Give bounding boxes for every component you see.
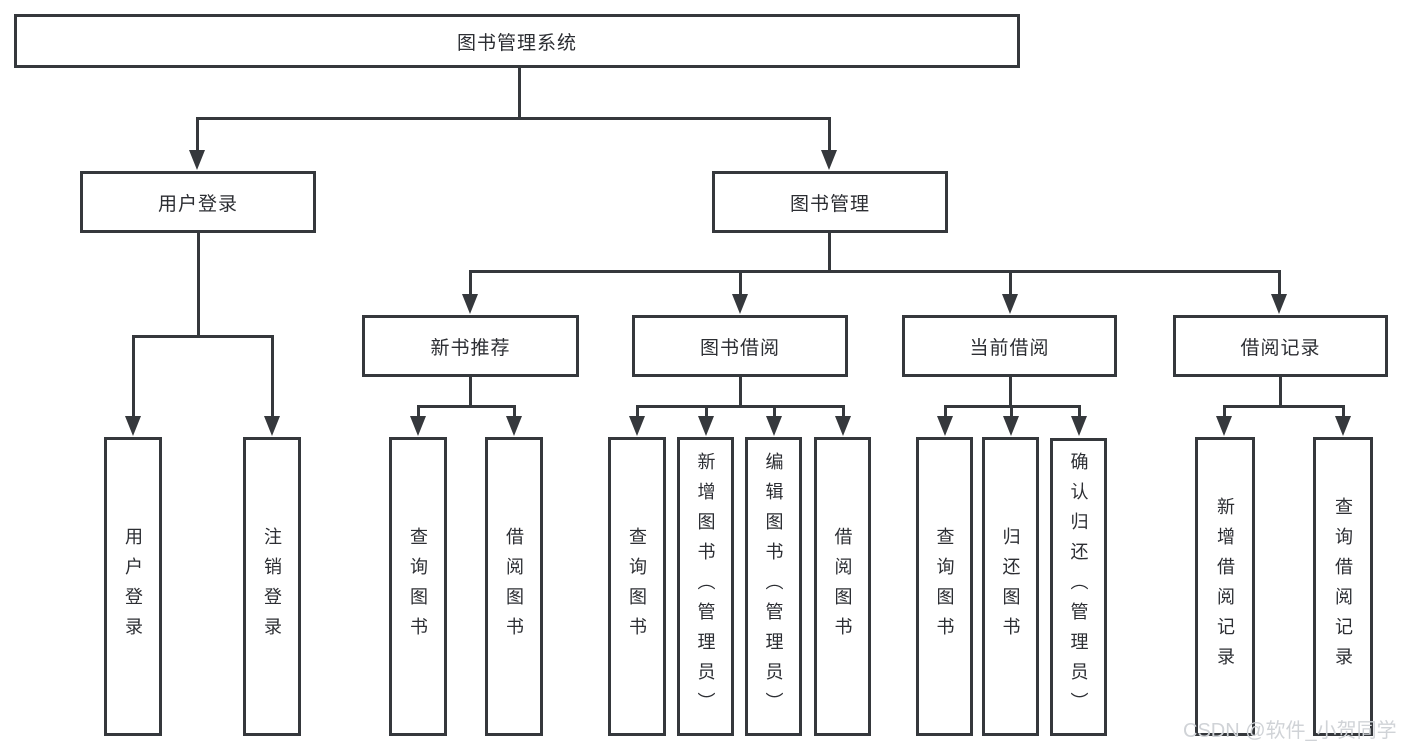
node-query-borrow-record: 查询借阅记录 — [1313, 437, 1373, 736]
connector-line — [417, 405, 420, 421]
connector-line — [132, 335, 274, 338]
connector-line — [513, 405, 516, 421]
csdn-watermark: CSDN @软件_小贺同学 — [1183, 720, 1397, 742]
arrowhead-down — [629, 416, 645, 436]
arrowhead-down — [835, 416, 851, 436]
node-label: 新增图书（管理员） — [695, 451, 716, 722]
arrowhead-down — [1216, 416, 1232, 436]
node-label: 查询图书 — [934, 526, 955, 647]
node-label: 查询图书 — [627, 526, 647, 647]
node-label: 用户登录 — [123, 526, 143, 647]
node-add-books-admin: 新增图书（管理员） — [677, 437, 734, 736]
connector-line — [197, 233, 200, 338]
node-user-login-leaf: 用户登录 — [104, 437, 162, 736]
connector-line — [636, 405, 639, 421]
node-add-borrow-record: 新增借阅记录 — [1195, 437, 1255, 736]
node-confirm-return-admin: 确认归还（管理员） — [1050, 438, 1107, 736]
node-label: 确认归还（管理员） — [1068, 452, 1089, 722]
node-label: 借阅图书 — [832, 526, 853, 647]
arrowhead-down — [189, 150, 205, 170]
connector-line — [828, 233, 831, 273]
connector-line — [1009, 377, 1012, 408]
connector-line — [842, 405, 845, 421]
arrowhead-down — [766, 416, 782, 436]
node-borrowing-records: 借阅记录 — [1173, 315, 1388, 377]
connector-line — [739, 270, 742, 298]
node-borrow-books-recommend: 借阅图书 — [485, 437, 543, 736]
connector-line — [1010, 405, 1013, 421]
node-label: 新增借阅记录 — [1215, 496, 1235, 677]
connector-line — [196, 117, 199, 153]
connector-line — [271, 335, 274, 420]
node-book-borrowing: 图书借阅 — [632, 315, 848, 377]
arrowhead-down — [698, 416, 714, 436]
node-return-books: 归还图书 — [982, 437, 1039, 736]
node-label: 用户登录 — [157, 193, 238, 215]
connector-line — [1279, 377, 1282, 408]
node-label: 借阅图书 — [504, 526, 524, 647]
connector-line — [469, 377, 472, 408]
node-root: 图书管理系统 — [14, 14, 1020, 68]
connector-line — [636, 405, 844, 408]
connector-line — [1278, 270, 1281, 298]
connector-line — [132, 335, 135, 420]
arrowhead-down — [462, 294, 478, 314]
arrowhead-down — [1071, 416, 1087, 436]
arrowhead-down — [1003, 416, 1019, 436]
arrowhead-down — [732, 294, 748, 314]
node-label: 查询借阅记录 — [1333, 496, 1353, 677]
node-label: 当前借阅 — [969, 337, 1050, 359]
node-label: 图书管理 — [789, 193, 870, 215]
connector-line — [773, 405, 776, 421]
arrowhead-down — [1335, 416, 1351, 436]
arrowhead-down — [937, 416, 953, 436]
connector-line — [1078, 405, 1081, 421]
arrowhead-down — [264, 416, 280, 436]
node-label: 编辑图书（管理员） — [763, 451, 784, 722]
node-user-login: 用户登录 — [80, 171, 316, 233]
node-book-management: 图书管理 — [712, 171, 948, 233]
node-label: 借阅记录 — [1240, 337, 1321, 359]
node-query-books-current: 查询图书 — [916, 437, 973, 736]
arrowhead-down — [125, 416, 141, 436]
node-current-borrowing: 当前借阅 — [902, 315, 1117, 377]
node-logout: 注销登录 — [243, 437, 301, 736]
connector-line — [1342, 405, 1345, 421]
node-label: 注销登录 — [262, 526, 282, 647]
connector-line — [944, 405, 947, 421]
node-label: 新书推荐 — [430, 337, 511, 359]
node-query-books-recommend: 查询图书 — [389, 437, 447, 736]
node-label: 查询图书 — [408, 526, 428, 647]
connector-line — [739, 377, 742, 408]
connector-line — [1223, 405, 1345, 408]
connector-line — [1223, 405, 1226, 421]
connector-line — [518, 68, 521, 120]
connector-line — [469, 270, 1281, 273]
connector-line — [1009, 270, 1012, 298]
arrowhead-down — [506, 416, 522, 436]
arrowhead-down — [821, 150, 837, 170]
connector-line — [469, 270, 472, 298]
node-borrow-books: 借阅图书 — [814, 437, 871, 736]
node-query-books-borrowing: 查询图书 — [608, 437, 666, 736]
connector-line — [828, 117, 831, 153]
node-new-book-recommend: 新书推荐 — [362, 315, 579, 377]
connector-line — [417, 405, 516, 408]
connector-line — [196, 117, 831, 120]
node-label: 图书借阅 — [699, 337, 780, 359]
node-edit-books-admin: 编辑图书（管理员） — [745, 437, 802, 736]
arrowhead-down — [1002, 294, 1018, 314]
connector-line — [705, 405, 708, 421]
node-root-label: 图书管理系统 — [456, 32, 577, 54]
arrowhead-down — [1271, 294, 1287, 314]
arrowhead-down — [410, 416, 426, 436]
node-label: 归还图书 — [1000, 526, 1021, 647]
